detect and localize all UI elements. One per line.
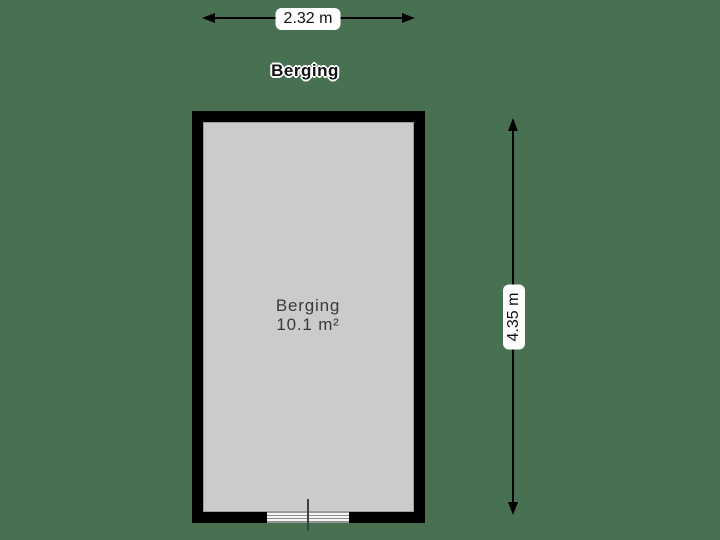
arrowhead-down-icon [508,502,518,515]
room-floor [203,122,414,512]
arrowhead-left-icon [202,13,215,23]
plan-title: Berging [271,61,339,80]
room-area-label: 10.1 m² [276,315,340,334]
arrowhead-up-icon [508,118,518,131]
width-dimension-label: 2.32 m [275,8,341,30]
room-name-label: Berging [275,296,341,315]
room-label: Berging 10.1 m² [276,296,340,334]
arrowhead-right-icon [402,13,415,23]
height-dimension-label: 4.35 m [503,284,525,350]
window-mullion-icon [307,499,309,531]
